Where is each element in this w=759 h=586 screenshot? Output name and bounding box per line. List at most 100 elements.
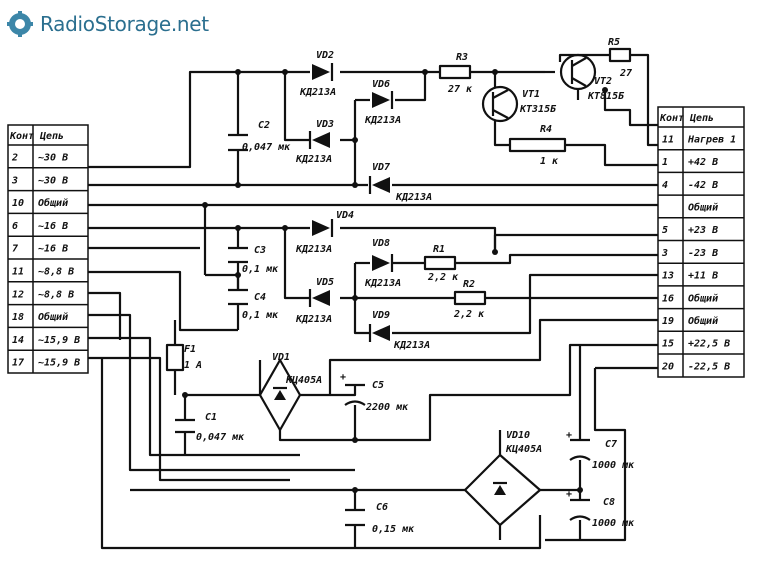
diode-vd8	[372, 254, 394, 272]
left-circuit-3: ~16 В	[38, 221, 68, 232]
label-vd2: VD2	[316, 50, 334, 61]
resistor-r3	[438, 64, 472, 80]
resistor-r1	[423, 255, 457, 271]
diode-vd4	[312, 219, 334, 237]
label-c5-plus: +	[340, 372, 346, 383]
right-pin-1: 1	[662, 157, 668, 168]
left-header-circuit: Цепь	[39, 131, 64, 142]
label-f1: F1	[184, 344, 196, 355]
right-circuit-4: +23 В	[688, 225, 718, 236]
right-circuit-5: -23 В	[688, 248, 718, 259]
diode-vd2	[312, 63, 334, 81]
label-r4: R4	[540, 124, 552, 135]
transistor-vt1	[481, 85, 519, 123]
right-pin-0: 11	[662, 134, 674, 145]
diode-vd6	[372, 91, 394, 109]
label-c8-val: 1000 мк	[592, 518, 635, 529]
diode-bridge-vd10	[463, 453, 542, 527]
label-vd8: VD8	[372, 238, 390, 249]
resistor-r4	[508, 137, 567, 153]
right-circuit-7: Общий	[688, 292, 718, 304]
label-vd5-type: КД213А	[295, 314, 332, 325]
right-pin-9: 15	[662, 339, 674, 350]
left-pin-1: 3	[11, 175, 18, 186]
label-c5: C5	[372, 380, 384, 391]
capacitor-c8	[569, 498, 591, 521]
label-c7-plus: +	[566, 430, 572, 441]
left-pin-5: 11	[12, 267, 24, 278]
label-c3-val: 0,1 мк	[242, 264, 279, 275]
label-vt1: VT1	[522, 89, 540, 100]
right-pin-5: 3	[661, 248, 668, 259]
left-circuit-4: ~16 В	[38, 244, 68, 255]
label-r5-val: 27	[619, 68, 632, 79]
gear-wrench-icon	[7, 11, 33, 37]
right-pin-7: 16	[662, 293, 674, 304]
label-c6-val: 0,15 мк	[372, 524, 415, 535]
resistor-r2	[453, 290, 487, 306]
label-vd5: VD5	[316, 277, 334, 288]
resistor-r5	[608, 47, 632, 63]
right-circuit-3: Общий	[688, 202, 718, 214]
left-circuit-8: ~15,9 В	[38, 335, 80, 346]
label-c2-val: 0,047 мк	[242, 142, 291, 153]
label-vt2: VT2	[594, 76, 612, 87]
label-c7: C7	[605, 439, 617, 450]
label-c3: C3	[254, 245, 266, 256]
transistor-vt2	[559, 53, 597, 91]
right-header-pin: Конт	[659, 113, 684, 124]
label-vd1: VD1	[272, 352, 290, 363]
right-pin-4: 5	[662, 225, 668, 236]
capacitor-c6	[345, 508, 365, 527]
left-circuit-9: ~15,9 В	[38, 358, 80, 369]
label-vt1-type: КТ315Б	[519, 104, 557, 115]
component-labels: VD2 КД213А VD3 КД213А VD6 КД213А VD7 КД2…	[184, 37, 635, 535]
left-circuit-7: Общий	[38, 311, 68, 323]
left-pin-0: 2	[11, 153, 18, 164]
label-vd6-type: КД213А	[364, 115, 401, 126]
left-pin-9: 17	[12, 358, 24, 369]
label-r4-val: 1 к	[540, 156, 559, 167]
junction-dots	[182, 69, 608, 493]
label-c6: C6	[376, 502, 388, 513]
right-pin-10: 20	[661, 361, 674, 372]
capacitor-c3	[228, 246, 248, 264]
wires	[88, 53, 658, 550]
left-circuit-2: Общий	[38, 197, 68, 209]
label-r3: R3	[456, 52, 468, 63]
label-vd7: VD7	[372, 162, 390, 173]
label-c4-val: 0,1 мк	[242, 310, 279, 321]
right-circuit-10: -22,5 В	[688, 361, 730, 372]
diode-vd5	[308, 289, 330, 307]
label-c2: C2	[258, 120, 270, 131]
right-pin-2: 4	[662, 180, 668, 191]
left-circuit-6: ~8,8 В	[38, 289, 74, 300]
logo: RadioStorage.net	[6, 8, 209, 40]
left-pin-2: 10	[12, 198, 24, 209]
right-circuit-9: +22,5 В	[688, 339, 730, 350]
label-r1: R1	[433, 244, 445, 255]
left-circuit-5: ~8,8 В	[38, 267, 74, 278]
capacitor-c5	[344, 383, 366, 406]
label-c1: C1	[205, 412, 217, 423]
label-vt2-type: КТ815Б	[587, 91, 625, 102]
right-circuit-1: +42 В	[688, 157, 718, 168]
label-vd6: VD6	[372, 79, 390, 90]
left-pin-6: 12	[12, 289, 24, 300]
label-r2: R2	[463, 279, 475, 290]
label-vd10-type: КЦ405А	[505, 444, 542, 455]
diode-vd7	[368, 176, 390, 194]
left-circuit-1: ~30 В	[38, 175, 68, 186]
label-f1-val: 1 А	[184, 360, 202, 371]
left-pin-3: 6	[12, 221, 18, 232]
label-c7-val: 1000 мк	[592, 460, 635, 471]
label-vd4-type: КД213А	[295, 244, 332, 255]
label-vd2-type: КД213А	[299, 87, 336, 98]
left-pin-8: 14	[12, 335, 24, 346]
capacitor-c1	[175, 418, 195, 434]
label-vd1-type: КЦ405А	[285, 375, 322, 386]
label-vd9-type: КД213А	[393, 340, 430, 351]
label-c4: C4	[254, 292, 266, 303]
